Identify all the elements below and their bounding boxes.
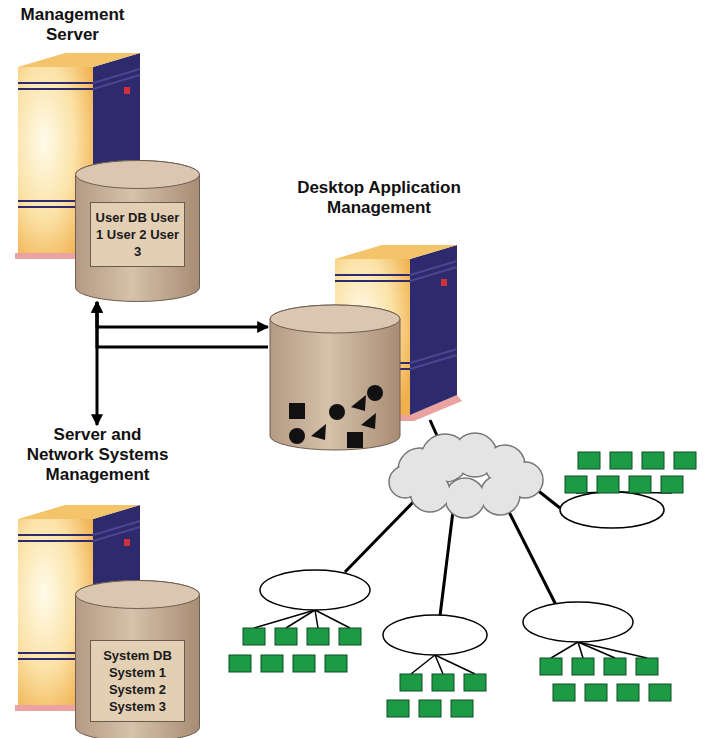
desktop-pc <box>339 628 361 645</box>
tower-stripe <box>18 540 93 542</box>
node-heading: Management Server <box>10 5 135 45</box>
power-light <box>124 87 130 94</box>
tower-stripe <box>335 274 410 276</box>
tower-stripe <box>18 534 93 536</box>
square-shape <box>289 403 305 419</box>
tower-top <box>18 53 140 67</box>
tower-stripe <box>410 267 457 281</box>
database-records: System DB System 1 System 2 System 3 <box>95 647 180 715</box>
power-light <box>441 279 447 286</box>
network-cloud <box>389 433 543 518</box>
power-light <box>124 539 130 546</box>
lan-link <box>315 610 350 628</box>
tower-side <box>410 245 457 415</box>
triangle-shape <box>351 395 366 411</box>
server-node: Management ServerUser DB User 1 User 2 U… <box>10 5 205 302</box>
desktop-pc <box>293 655 315 672</box>
tower-top <box>18 505 140 519</box>
lan-link <box>254 610 315 628</box>
tower-stripe <box>18 88 93 90</box>
desktop-pc <box>387 700 409 717</box>
desktop-pc <box>604 658 626 675</box>
cylinder-body <box>270 305 400 450</box>
lan-segment <box>523 602 633 642</box>
desktop-pc <box>610 452 632 469</box>
desktop-pc <box>432 674 454 691</box>
desktop-pc <box>629 476 651 493</box>
data-flow-arrow <box>97 302 268 347</box>
desktop-pc <box>419 700 441 717</box>
data-flow-arrow <box>97 302 268 327</box>
lan-segment <box>260 570 370 610</box>
tower-top <box>335 245 457 259</box>
cylinder-top <box>76 161 200 189</box>
desktop-pc <box>261 655 283 672</box>
tower-stripe <box>93 521 140 535</box>
lan-link <box>551 642 578 658</box>
database-label-box: User DB User 1 User 2 User 3 <box>90 202 185 267</box>
desktop-pc <box>578 452 600 469</box>
triangle-shape <box>361 413 376 429</box>
triangle-shape <box>311 424 326 440</box>
tower-stripe <box>93 527 140 541</box>
desktop-pc <box>617 684 639 701</box>
desktop-pc <box>553 684 575 701</box>
desktop-pc <box>636 658 658 675</box>
tower-stripe <box>93 69 140 83</box>
desktop-pc <box>597 476 619 493</box>
database-label-box: System DB System 1 System 2 System 3 <box>90 640 185 722</box>
desktop-pc <box>275 628 297 645</box>
database-cylinder <box>76 161 200 302</box>
database-records: User DB User 1 User 2 User 3 <box>95 209 180 260</box>
cylinder-body <box>76 581 200 738</box>
desktop-pc <box>307 628 329 645</box>
lan-link <box>578 642 647 658</box>
tower-stripe <box>335 280 410 282</box>
server-node: Desktop Application Management <box>268 178 490 450</box>
application-shapes <box>289 385 383 448</box>
desktop-pc <box>451 700 473 717</box>
database-node: User DB User 1 User 2 User 3 <box>75 160 200 302</box>
database-cylinder <box>76 581 200 738</box>
cylinder-top <box>76 581 200 609</box>
database-node: System DB System 1 System 2 System 3 <box>75 580 200 738</box>
tower-stripe <box>18 82 93 84</box>
server-node: Server and Network Systems ManagementSys… <box>10 425 210 733</box>
lan-link <box>315 610 318 628</box>
server-illustration <box>268 178 490 450</box>
desktop-pc <box>243 628 265 645</box>
node-heading: Desktop Application Management <box>279 178 479 218</box>
lan-link <box>286 610 315 628</box>
lan-segment <box>383 615 487 655</box>
square-shape <box>347 432 363 448</box>
desktop-pc <box>572 658 594 675</box>
desktop-pc <box>661 476 683 493</box>
desktop-pc <box>565 476 587 493</box>
circle-shape <box>329 404 345 420</box>
lan-link <box>411 655 435 674</box>
desktop-pc <box>585 684 607 701</box>
desktop-pc <box>540 658 562 675</box>
lan-segment <box>560 492 664 528</box>
cylinder-top <box>270 305 400 333</box>
circle-shape <box>289 428 305 444</box>
circle-shape <box>367 385 383 401</box>
desktop-pc <box>649 684 671 701</box>
desktop-pc <box>325 655 347 672</box>
desktop-pc <box>464 674 486 691</box>
tower-stripe <box>93 75 140 89</box>
cylinder-body <box>76 161 200 302</box>
tower-stripe <box>410 349 457 363</box>
desktop-pc <box>400 674 422 691</box>
database-cylinder <box>270 305 400 450</box>
lan-link <box>435 655 475 674</box>
tower-stripe <box>410 261 457 275</box>
desktop-pc <box>229 655 251 672</box>
desktop-pc <box>642 452 664 469</box>
desktop-pc <box>674 452 696 469</box>
tower-stripe <box>410 355 457 369</box>
node-heading: Server and Network Systems Management <box>20 425 175 485</box>
